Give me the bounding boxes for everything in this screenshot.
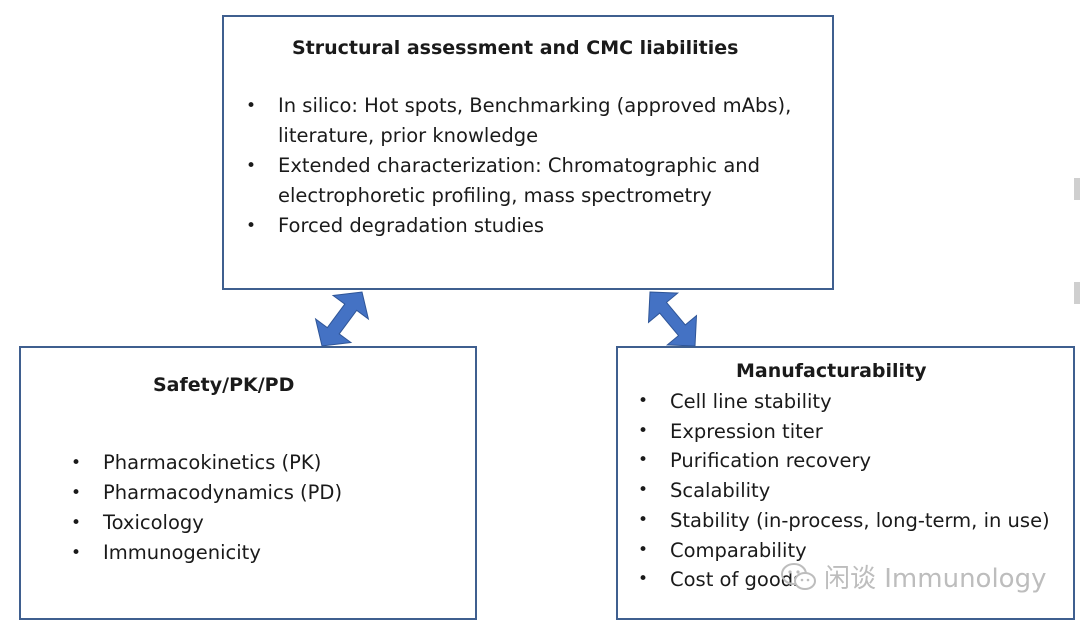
list-item: Scalability	[638, 476, 1050, 506]
manufacturability-title: Manufacturability	[736, 360, 927, 382]
list-item: Expression titer	[638, 417, 1050, 447]
list-item: Forced degradation studies	[246, 211, 823, 241]
safety-pk-pd-box: Safety/PK/PD Pharmacokinetics (PK) Pharm…	[19, 346, 477, 620]
safety-pk-pd-list: Pharmacokinetics (PK) Pharmacodynamics (…	[71, 448, 342, 568]
list-item: Extended characterization: Chromatograph…	[246, 151, 823, 211]
left-double-arrow	[314, 291, 370, 347]
list-item: Cost of goods	[638, 565, 1050, 595]
watermark: 闲谈 Immunology	[780, 558, 1046, 595]
list-item: In silico: Hot spots, Benchmarking (appr…	[246, 91, 823, 151]
structural-assessment-title: Structural assessment and CMC liabilitie…	[292, 37, 739, 59]
safety-pk-pd-title: Safety/PK/PD	[153, 374, 295, 396]
edge-mark	[1074, 282, 1080, 304]
list-item: Pharmacokinetics (PK)	[71, 448, 342, 478]
list-item: Purification recovery	[638, 446, 1050, 476]
list-item: Toxicology	[71, 508, 342, 538]
manufacturability-list: Cell line stability Expression titer Pur…	[638, 387, 1050, 595]
manufacturability-box: Manufacturability Cell line stability Ex…	[616, 346, 1075, 620]
list-item: Immunogenicity	[71, 538, 342, 568]
wechat-icon	[781, 562, 816, 590]
watermark-text: 闲谈 Immunology	[824, 564, 1047, 594]
structural-assessment-box: Structural assessment and CMC liabilitie…	[222, 15, 834, 290]
right-double-arrow	[647, 291, 698, 347]
list-item: Pharmacodynamics (PD)	[71, 478, 342, 508]
list-item: Stability (in-process, long-term, in use…	[638, 506, 1050, 536]
edge-mark	[1074, 178, 1080, 200]
list-item: Cell line stability	[638, 387, 1050, 417]
list-item: Comparability	[638, 536, 1050, 566]
structural-assessment-list: In silico: Hot spots, Benchmarking (appr…	[246, 91, 823, 241]
